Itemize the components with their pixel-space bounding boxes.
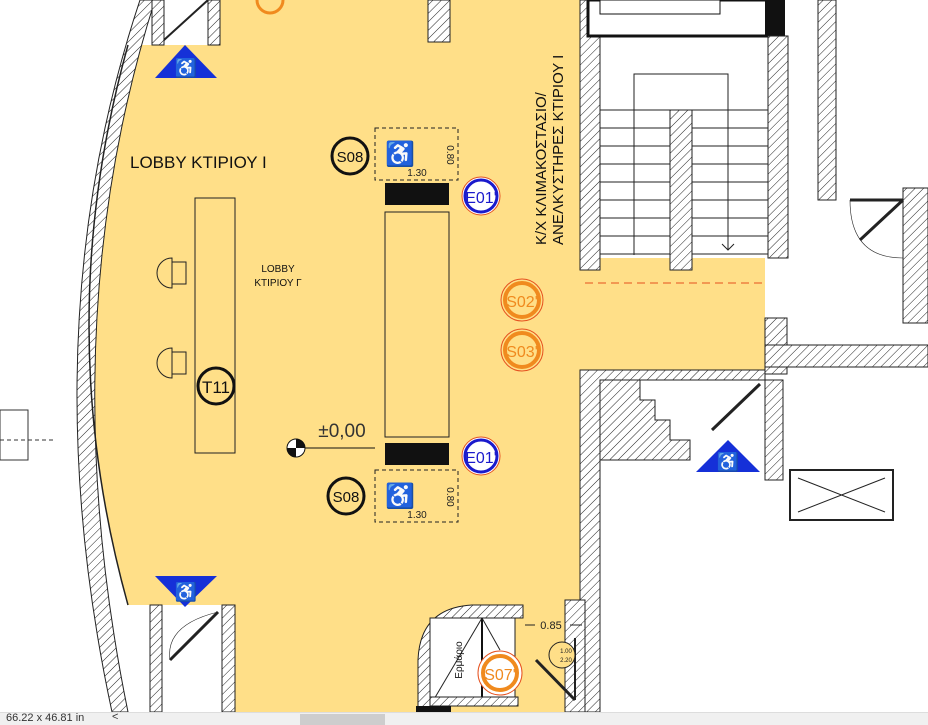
svg-text:♿: ♿ (175, 581, 197, 602)
wall (669, 109, 693, 271)
svg-text:1.30: 1.30 (407, 168, 427, 179)
svg-text:♿: ♿ (717, 451, 739, 472)
lobby-floor (89, 0, 765, 712)
svg-text:0.80: 0.80 (444, 487, 455, 507)
tag-s08-bottom[interactable]: S08 (326, 476, 366, 516)
chair-icon (156, 347, 187, 379)
wall (221, 604, 236, 712)
page-size-readout: 66.22 x 46.81 in (6, 712, 85, 724)
tag-e01-top[interactable]: E01' (461, 176, 501, 216)
svg-text:♿: ♿ (385, 482, 415, 510)
wall (151, 0, 165, 46)
tag-t11[interactable]: T11 (196, 366, 236, 406)
wall (767, 35, 789, 259)
wall (427, 0, 451, 43)
svg-text:±0,00: ±0,00 (318, 421, 365, 442)
wheelchair-space-bottom: ♿ 1.30 0.80 (374, 469, 459, 523)
svg-text:1.00: 1.00 (560, 649, 572, 655)
wall (207, 0, 221, 46)
svg-text:E01': E01' (465, 190, 497, 207)
tag-s03[interactable]: S03' (500, 328, 544, 372)
lobby-title: LOBBY ΚΤΙΡΙΟΥ Ι (130, 153, 267, 172)
column (385, 443, 449, 465)
stair-label: ΑΝΕΛΚΥΣΤΗΡΕΣ ΚΤΙΡΙΟΥ Ι (550, 55, 567, 245)
horizontal-scrollbar[interactable] (130, 714, 928, 725)
wall (579, 0, 601, 271)
svg-text:E01': E01' (465, 450, 497, 467)
svg-text:0.80: 0.80 (444, 145, 455, 165)
svg-text:S02': S02' (506, 294, 538, 311)
accessibility-icon: ♿ (696, 440, 760, 472)
tag-s02[interactable]: S02' (500, 278, 544, 322)
svg-text:T11: T11 (202, 378, 230, 397)
lobby-small-label: LOBBY (261, 264, 295, 275)
wall (764, 379, 784, 481)
svg-text:Ερμάριο: Ερμάριο (453, 641, 465, 679)
svg-text:0.85: 0.85 (540, 620, 561, 632)
chair-icon (156, 257, 187, 289)
door-dimension: 0.85 1.00 2.20 (525, 620, 582, 702)
scrollbar-thumb[interactable] (300, 714, 385, 725)
floor-top (220, 0, 580, 50)
wheelchair-space-top: ♿ 1.30 0.80 (374, 127, 459, 181)
svg-text:S07': S07' (484, 667, 516, 684)
level-marker: ±0,00 (286, 421, 375, 458)
svg-text:♿: ♿ (385, 140, 415, 168)
svg-text:S08: S08 (333, 489, 360, 506)
svg-text:S03': S03' (506, 344, 538, 361)
svg-text:1.30: 1.30 (407, 510, 427, 521)
central-island (384, 211, 450, 438)
curved-wall (76, 0, 156, 712)
tag-s07[interactable]: S07' (477, 650, 523, 696)
column (385, 183, 449, 205)
wall (902, 187, 928, 324)
wall (817, 0, 837, 201)
stair-label: Κ/Χ ΚΛΙΜΑΚΟΣΤΑΣΙΟ/ (533, 91, 550, 245)
svg-text:2.20: 2.20 (560, 658, 572, 664)
tag-e01-bottom[interactable]: E01' (461, 436, 501, 476)
scroll-left-button[interactable]: < (112, 711, 119, 723)
accessibility-icon: ♿ (155, 45, 217, 78)
tag-s08-top[interactable]: S08 (330, 136, 370, 176)
svg-text:♿: ♿ (175, 57, 197, 78)
lobby-small-label: ΚΤΙΡΙΟΥ Γ (254, 278, 302, 289)
reception-desk (194, 197, 236, 454)
stairs (600, 73, 768, 255)
wall (149, 604, 163, 712)
wall (764, 344, 928, 368)
svg-text:S08: S08 (337, 149, 364, 166)
accessibility-icon: ♿ (155, 576, 217, 607)
status-bar: 66.22 x 46.81 in < (0, 711, 928, 725)
